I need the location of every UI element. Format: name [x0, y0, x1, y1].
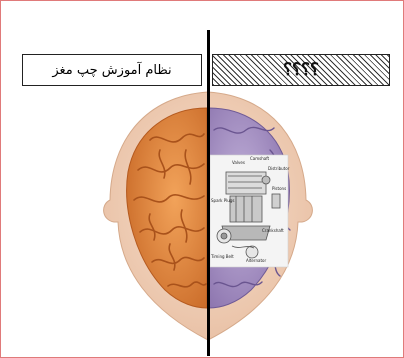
right-brain-label: ؟؟؟؟: [212, 54, 390, 86]
engine-label-crankshaft: Crankshaft: [262, 228, 284, 233]
engine-label-spark-plugs: Spark Plugs: [211, 198, 234, 203]
engine-diagram: Valves Camshaft Distributor Pistons Spar…: [210, 155, 290, 267]
center-divider-line: [207, 30, 210, 356]
engine-label-pistons: Pistons: [272, 186, 286, 191]
right-brain-label-text: ؟؟؟؟: [283, 60, 319, 80]
engine-label-distributor: Distributor: [268, 166, 290, 171]
left-brain-label: نظام آموزش چپ مغز: [22, 54, 202, 86]
engine-label-camshaft: Camshaft: [250, 156, 270, 161]
left-brain-label-text: نظام آموزش چپ مغز: [52, 63, 171, 78]
engine-label-valves: Valves: [232, 160, 245, 165]
engine-label-alternator: Alternator: [246, 258, 266, 263]
engine-label-timing-belt: Timing Belt: [210, 254, 234, 259]
